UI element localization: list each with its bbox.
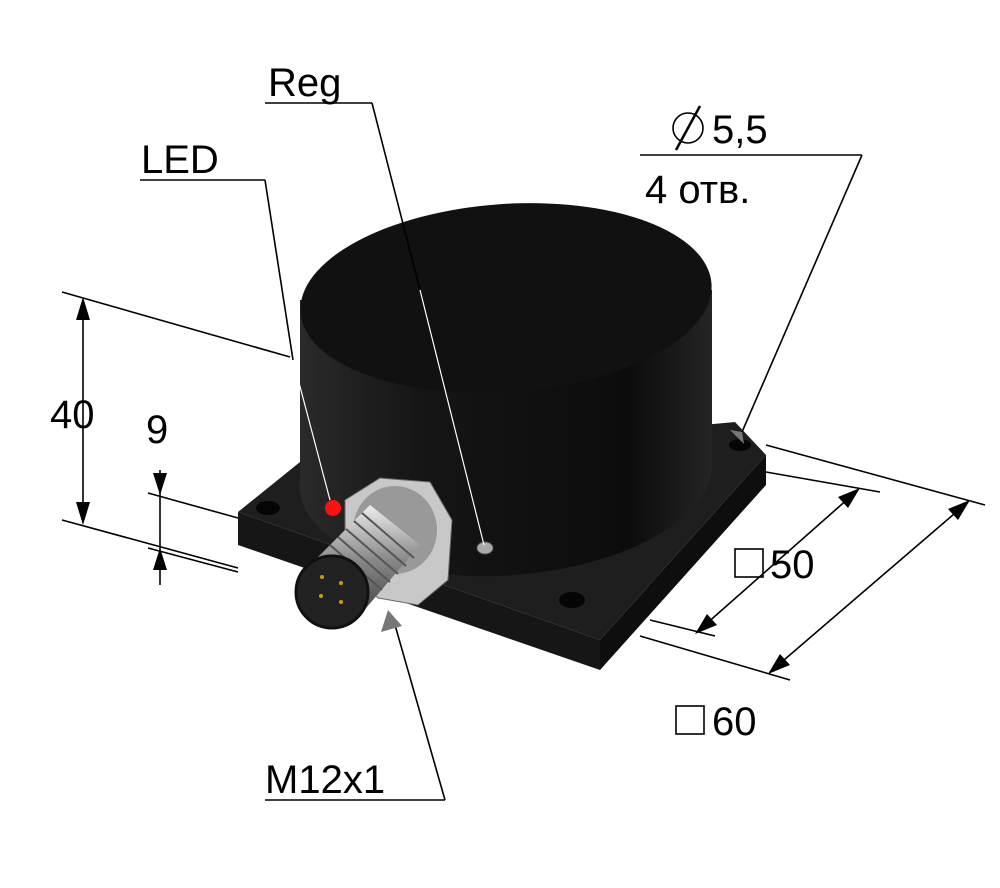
square-outer-label: 60 <box>712 700 757 744</box>
square-inner-label: 50 <box>770 543 815 587</box>
hole-diameter-label: 5,5 <box>712 108 768 152</box>
mount-hole <box>729 439 751 451</box>
diameter-icon <box>672 105 704 151</box>
height-total-label: 40 <box>50 393 95 437</box>
connector-label: M12x1 <box>265 758 385 802</box>
height-base-label: 9 <box>146 408 168 452</box>
leader-lines <box>140 102 863 801</box>
m12-connector <box>294 477 453 630</box>
reg-label: Reg <box>268 61 341 105</box>
led-label: LED <box>141 138 219 182</box>
mount-hole <box>256 501 280 515</box>
hole-count-label: 4 отв. <box>645 168 750 212</box>
square-icon <box>734 548 764 578</box>
mount-hole <box>559 592 585 608</box>
led-indicator <box>325 500 341 516</box>
dimension-lines <box>61 291 986 681</box>
reg-potentiometer <box>476 541 494 555</box>
square-icon <box>675 705 705 735</box>
